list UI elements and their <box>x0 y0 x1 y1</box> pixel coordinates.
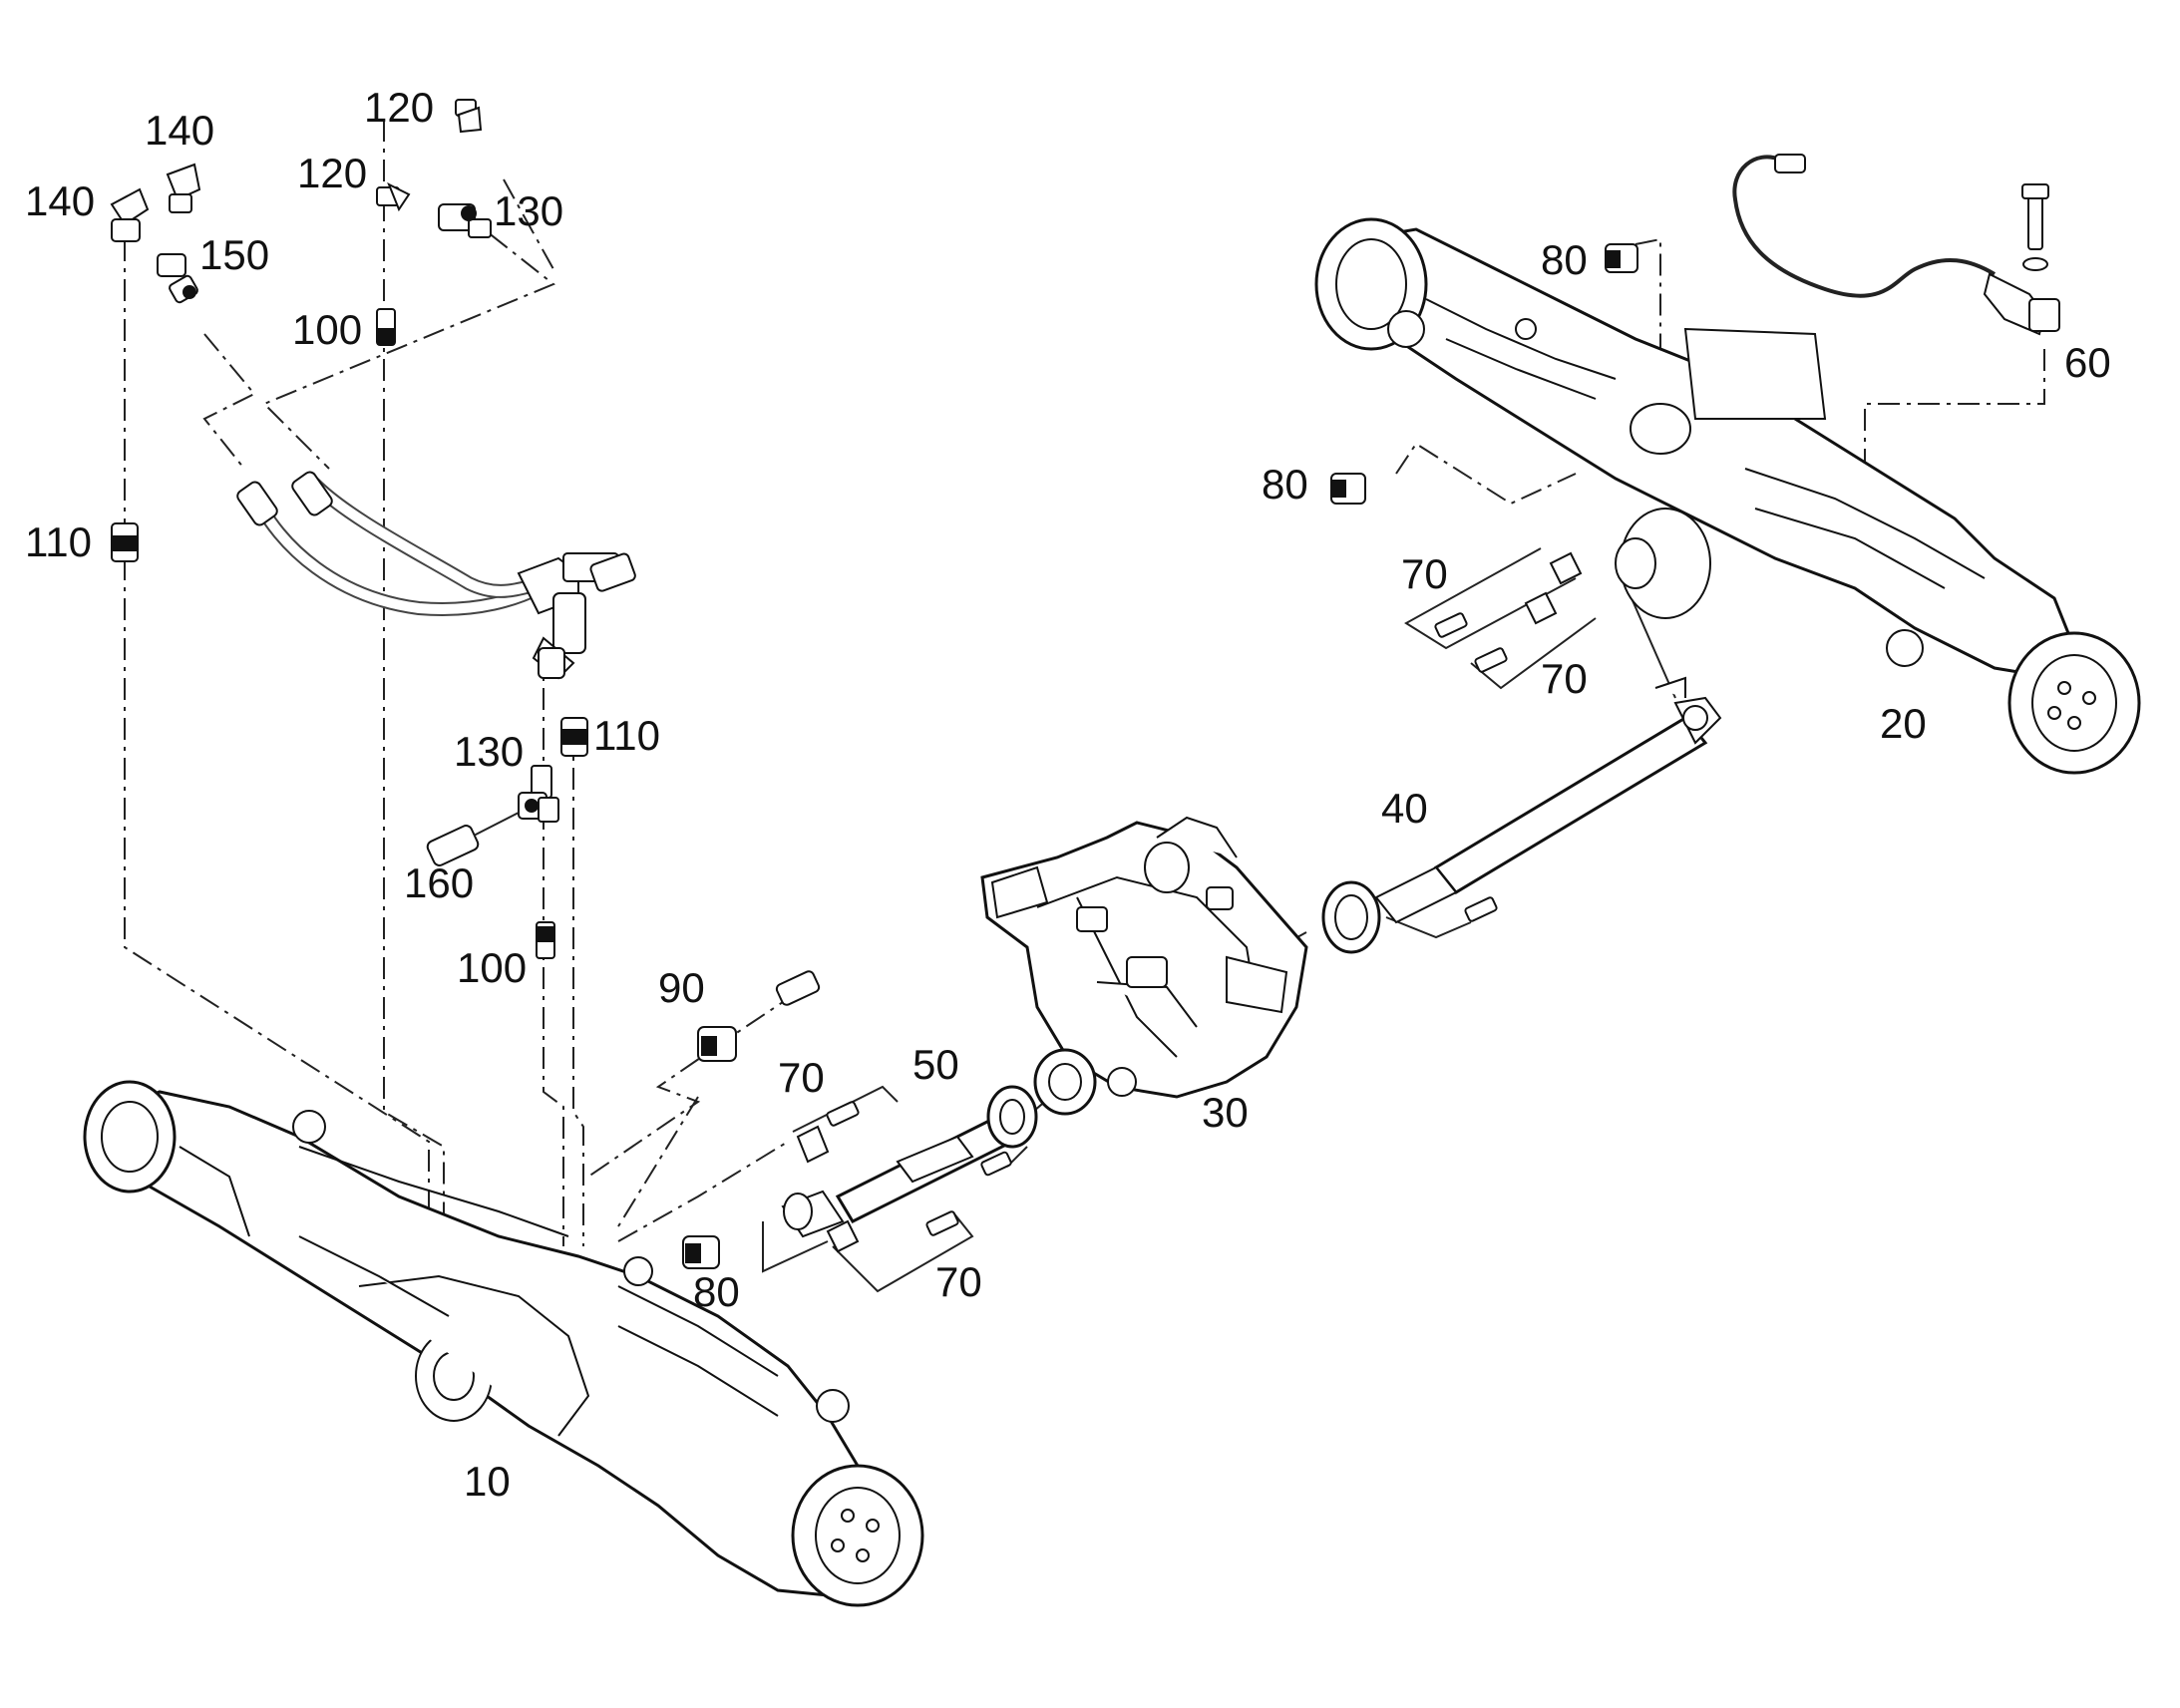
label-150: 150 <box>199 231 269 278</box>
label-70-left-bottom: 70 <box>935 1258 982 1305</box>
label-70-right-top: 70 <box>1401 550 1448 597</box>
label-110-left: 110 <box>25 518 92 565</box>
transfer-box-30 <box>980 816 1308 1116</box>
label-70-right-bottom: 70 <box>1541 655 1588 702</box>
label-70-left-top: 70 <box>778 1054 825 1101</box>
label-100-top: 100 <box>292 306 362 353</box>
fitting-120b <box>376 181 411 212</box>
label-130-mid: 130 <box>454 728 524 775</box>
fitting-160 <box>426 812 520 866</box>
fitting-80-mid <box>1330 473 1366 505</box>
drive-shaft-50 <box>781 1085 1038 1238</box>
hose-assembly <box>236 471 636 680</box>
bolt-40 <box>1464 896 1498 922</box>
fitting-120a <box>455 99 483 134</box>
fitting-140a <box>110 187 150 242</box>
fitting-80-top <box>1605 243 1638 273</box>
clips-70-left <box>796 1101 1012 1253</box>
label-100-mid: 100 <box>457 944 527 991</box>
drive-shaft-40 <box>1321 676 1722 954</box>
leader-lines <box>124 120 2045 1293</box>
label-140-left: 140 <box>25 177 95 224</box>
part-labels: 140 140 150 120 120 130 100 110 110 130 … <box>25 84 2111 1505</box>
sensor-cable-60 <box>1732 154 2060 336</box>
label-130-top: 130 <box>494 187 563 234</box>
label-40: 40 <box>1381 785 1428 832</box>
label-110-right: 110 <box>593 712 660 759</box>
clips-70-right <box>1434 551 1583 673</box>
label-140-top: 140 <box>145 107 214 154</box>
fitting-110b <box>560 717 588 757</box>
fitting-110a <box>111 522 139 562</box>
label-120-top: 120 <box>364 84 434 131</box>
label-30: 30 <box>1202 1089 1249 1136</box>
front-axle-10 <box>83 1080 924 1607</box>
fitting-140b <box>166 163 201 213</box>
fitting-130b <box>518 765 559 823</box>
fitting-80-left <box>682 1235 720 1269</box>
label-80-top: 80 <box>1541 236 1588 283</box>
label-80-mid: 80 <box>1262 461 1308 508</box>
rear-axle-20 <box>1314 217 2141 775</box>
label-60: 60 <box>2064 339 2111 386</box>
label-10: 10 <box>464 1458 511 1505</box>
label-160: 160 <box>404 859 474 906</box>
fitting-90 <box>697 970 821 1062</box>
label-80-left: 80 <box>693 1268 740 1315</box>
fitting-130a <box>438 203 492 238</box>
fitting-150 <box>157 253 198 304</box>
label-20: 20 <box>1880 700 1927 747</box>
label-50: 50 <box>912 1041 959 1088</box>
fitting-100a <box>376 308 396 346</box>
label-120-mid: 120 <box>297 150 367 196</box>
label-90: 90 <box>658 964 705 1011</box>
fitting-100b <box>536 921 555 959</box>
